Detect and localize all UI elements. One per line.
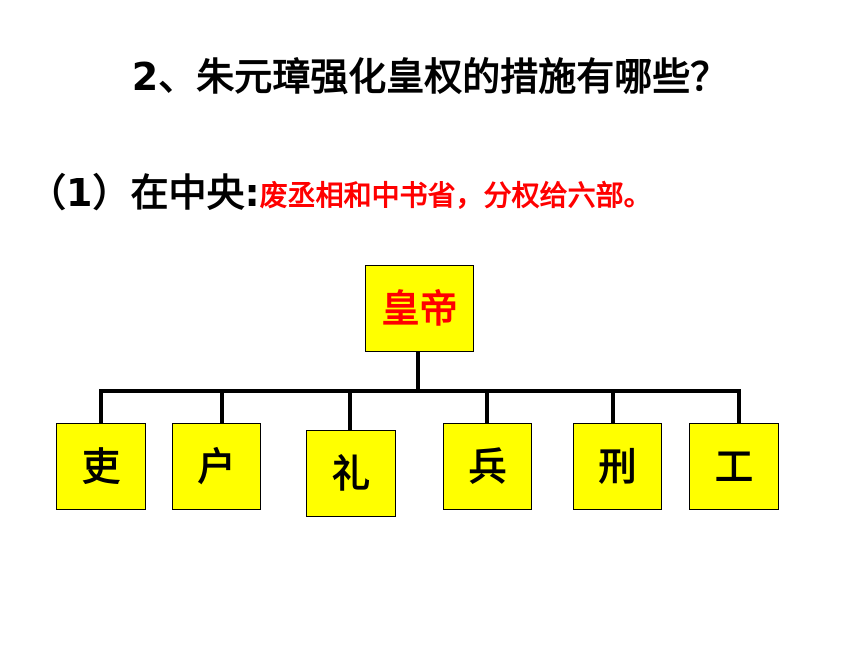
slide-title: 2、朱元璋强化皇权的措施有哪些？ (131, 55, 729, 99)
horizontal-bus-line (99, 389, 741, 393)
department-node-xing: 刑 (573, 423, 662, 510)
department-node-bing: 兵 (443, 423, 532, 510)
drop-line-gong (737, 389, 741, 424)
drop-line-bing (485, 389, 489, 424)
department-node-li-rites: 礼 (306, 430, 396, 517)
emperor-stem-line (416, 352, 420, 392)
department-node-gong: 工 (689, 423, 779, 510)
central-answer: 废丞相和中书省，分权给六部。 (259, 179, 652, 212)
drop-line-hu (220, 389, 224, 424)
emperor-node: 皇帝 (365, 265, 474, 352)
department-node-hu: 户 (172, 423, 261, 510)
drop-line-lirite (348, 389, 352, 431)
drop-line-xing (611, 389, 615, 424)
department-node-li: 吏 (56, 423, 146, 510)
drop-line-li (99, 389, 103, 424)
central-label: （1）在中央: (28, 171, 260, 215)
central-measure-line: （1）在中央: 废丞相和中书省，分权给六部。 (28, 168, 652, 218)
